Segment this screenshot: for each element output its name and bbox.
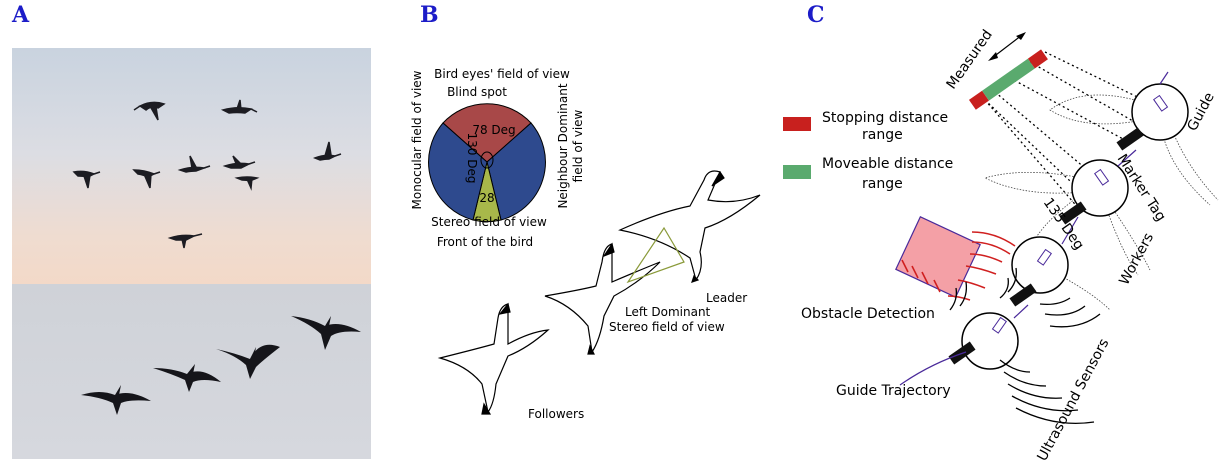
left-dominant-line2: Stereo field of view xyxy=(609,320,725,334)
obstacle-box xyxy=(895,215,981,299)
legend-moveable-line2: range xyxy=(862,176,903,192)
panel-b-label: B xyxy=(420,2,439,28)
robot-links xyxy=(1013,71,1169,319)
measured-arrow xyxy=(988,32,1026,61)
front-of-bird-label: Front of the bird xyxy=(437,235,533,249)
neighbour-dominant-line2: field of view xyxy=(571,109,585,182)
worker-robot-3 xyxy=(948,312,1019,370)
workers-label: Workers xyxy=(1116,230,1157,288)
legend-swatch-stopping xyxy=(783,117,811,131)
left-monocular-sector xyxy=(428,122,488,221)
ultrasound-arcs xyxy=(949,267,1101,425)
obstacle-detection-label: Obstacle Detection xyxy=(801,306,935,322)
fov-title: Bird eyes' field of view xyxy=(434,67,570,81)
leader-bird xyxy=(618,170,761,283)
monocular-label: Monocular field of view xyxy=(410,70,424,209)
ultrasound-label: Ultrasound Sensors xyxy=(1034,336,1112,464)
guide-trajectory-label: Guide Trajectory xyxy=(836,383,951,399)
bird-head-marker xyxy=(480,151,494,169)
blind-deg-label: 78 Deg xyxy=(472,123,515,137)
worker-robot-1 xyxy=(1059,159,1129,225)
legend-swatch-moveable xyxy=(783,165,811,179)
panel-a-label: A xyxy=(12,2,30,28)
left-follower-bird xyxy=(544,242,661,355)
stopping-range-far xyxy=(1027,49,1048,69)
flying-cranes-silhouettes xyxy=(72,99,342,249)
legend-moveable-line1: Moveable distance xyxy=(822,156,953,172)
obstacle-red-arcs xyxy=(901,231,1016,301)
guide-trajectory-path xyxy=(899,351,967,386)
blind-spot-sector xyxy=(442,103,532,163)
stereo-deg-label: 28 xyxy=(479,191,494,205)
stereo-fov-label: Stereo field of view xyxy=(431,215,547,229)
moveable-range xyxy=(982,58,1035,101)
mono-deg-label: 130 Deg xyxy=(465,133,479,184)
crane-vformation-silhouettes xyxy=(81,316,361,415)
followers-label: Followers xyxy=(528,407,584,421)
guide-robot xyxy=(1116,83,1189,151)
left-dominant-line1: Left Dominant xyxy=(625,305,711,319)
guide-label: Guide xyxy=(1184,90,1217,134)
panel-c-label: C xyxy=(807,2,825,28)
measured-label: Measured xyxy=(944,27,996,92)
worker-robot-2 xyxy=(1009,236,1069,307)
neighbour-dominant-line1: Neighbour Dominant xyxy=(556,83,570,208)
crane-photo-bottom xyxy=(12,284,371,459)
stopping-range-near xyxy=(968,90,989,110)
rear-follower-bird xyxy=(437,302,550,415)
right-monocular-sector xyxy=(486,122,546,221)
field-of-view-pie: 78 Deg 130 Deg 28 xyxy=(428,103,546,223)
blind-spot-label: Blind spot xyxy=(447,85,507,99)
left-dominant-cone xyxy=(626,226,685,284)
leader-label: Leader xyxy=(706,291,747,305)
legend-stopping-line2: range xyxy=(862,127,903,143)
crane-photo-top xyxy=(12,48,371,284)
measured-bar xyxy=(968,49,1048,110)
legend-stopping-line1: Stopping distance xyxy=(822,110,948,126)
